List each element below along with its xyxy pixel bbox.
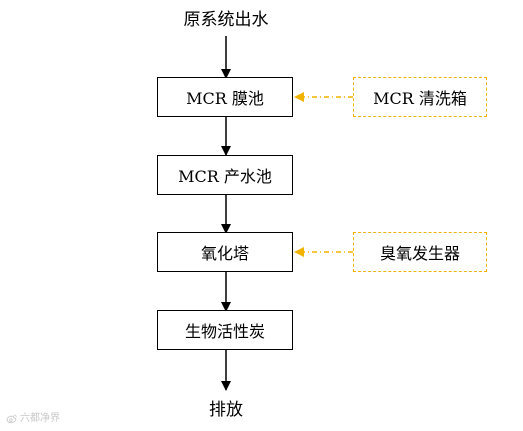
mcr-cleaning-tank-box: MCR 清洗箱 [353, 77, 487, 117]
discharge-label: 排放 [209, 400, 243, 420]
ozone-generator-label: 臭氧发生器 [379, 244, 460, 263]
mcr-membrane-tank-label: MCR 膜池 [186, 89, 264, 108]
ozone-generator-box: 臭氧发生器 [353, 232, 487, 272]
oxidation-tower-label: 氧化塔 [200, 244, 249, 263]
weibo-logo-icon [6, 414, 17, 423]
watermark: 六都净界 [6, 413, 60, 425]
mcr-membrane-tank-box: MCR 膜池 [157, 77, 293, 117]
mcr-cleaning-tank-label: MCR 清洗箱 [373, 89, 467, 108]
biological-activated-carbon-label: 生物活性炭 [184, 322, 265, 341]
source-water-label: 原系统出水 [183, 10, 269, 30]
biological-activated-carbon-box: 生物活性炭 [157, 310, 293, 350]
mcr-product-water-tank-label: MCR 产水池 [178, 167, 272, 186]
mcr-product-water-tank-box: MCR 产水池 [157, 155, 293, 195]
watermark-text: 六都净界 [20, 413, 60, 424]
oxidation-tower-box: 氧化塔 [157, 232, 293, 272]
